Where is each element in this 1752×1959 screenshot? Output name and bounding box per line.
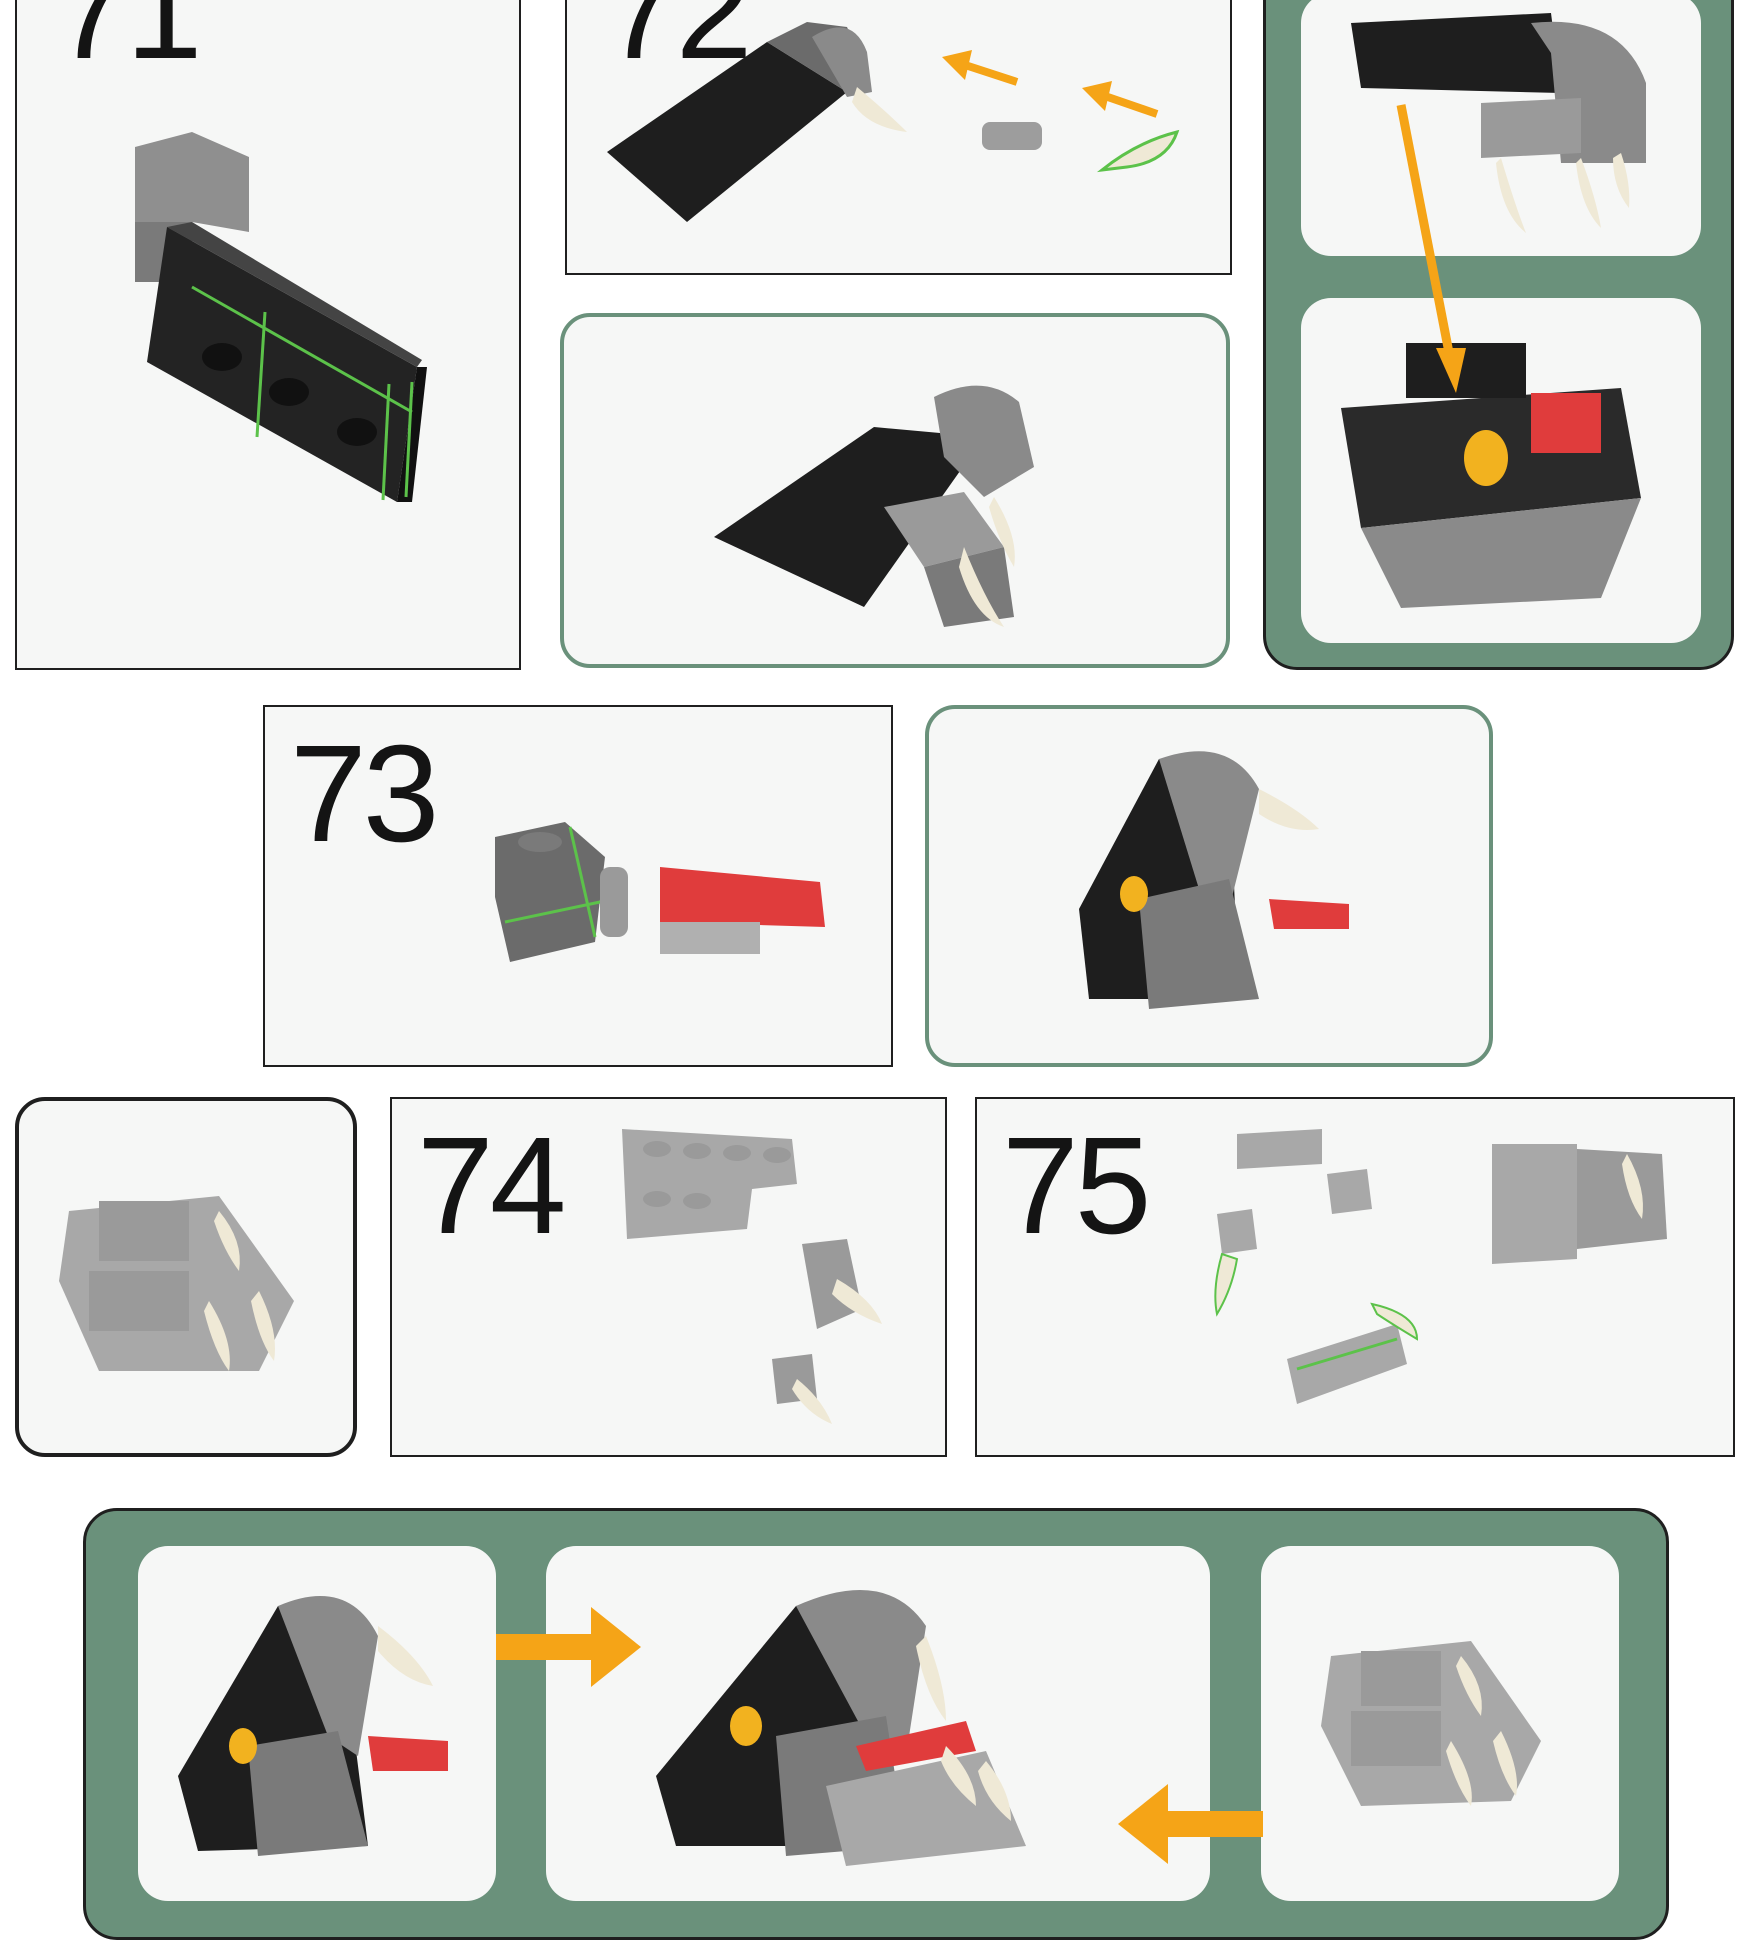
pin-part [982,122,1042,150]
bottom-callout [83,1508,1669,1940]
bottom-right-view [1261,1546,1619,1901]
step-71-panel: 71 [15,0,521,670]
arrow-left-icon [1082,81,1159,118]
callout-top-view [1301,0,1701,256]
bottom-left-view [138,1546,496,1901]
step-73-panel: 73 [263,705,893,1067]
step-71-number: 71 [53,0,202,88]
upper-jaw-subassembly-panel [15,1097,357,1457]
upper-jaw-model [59,1196,294,1371]
step-72-panel: 72 [565,0,1232,275]
step-74-model [622,1129,882,1424]
step-72-model [607,22,1180,222]
top-right-callout [1263,0,1734,670]
step-71-model [135,132,427,502]
step-72-number: 72 [603,0,752,88]
step-73-model [495,822,825,962]
step-75-number: 75 [1002,1109,1151,1263]
step-73-result-model [1079,751,1349,1009]
step-72-result-panel [560,313,1230,668]
step-75-panel: 75 [975,1097,1735,1457]
step-74-number: 74 [417,1109,566,1263]
step-73-result-panel [925,705,1493,1067]
step-72-result-model [714,385,1034,627]
callout-bottom-view [1301,298,1701,643]
arrow-left-icon [942,50,1019,86]
step-73-number: 73 [290,717,439,871]
bottom-center-view [546,1546,1210,1901]
step-75-model [1214,1129,1667,1404]
step-74-panel: 74 [390,1097,947,1457]
